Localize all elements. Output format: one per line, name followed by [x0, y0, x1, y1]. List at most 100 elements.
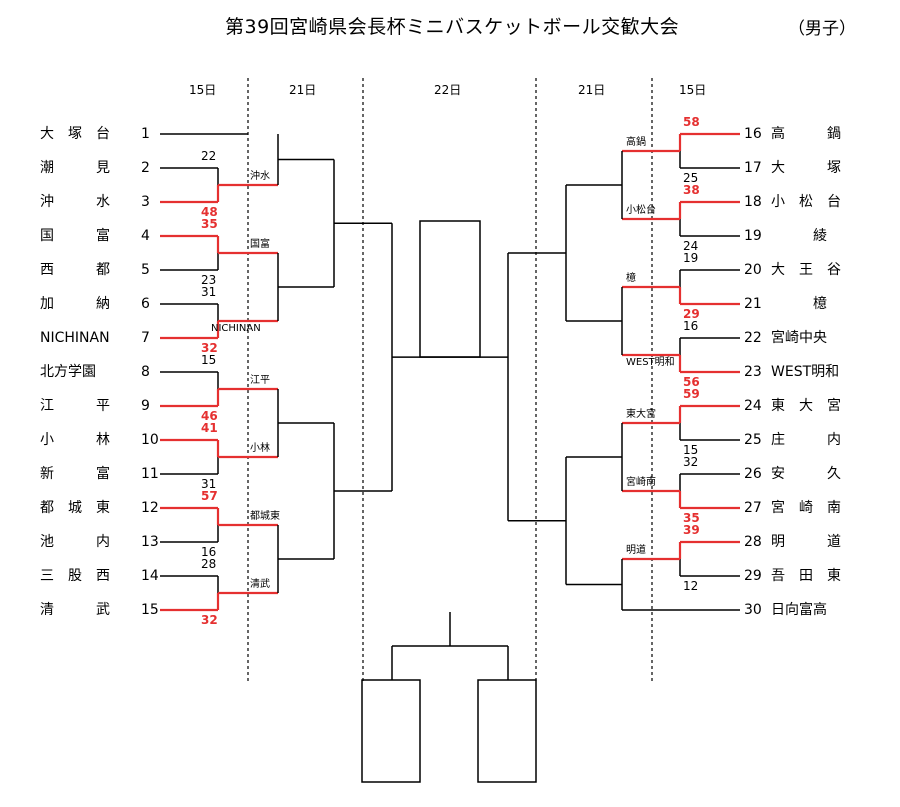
- third-place-box-right: [477, 679, 537, 783]
- score-right-bottom: 15: [683, 443, 699, 457]
- advancer-label-left: 都城東: [250, 511, 280, 522]
- team-name-left: 沖 水: [40, 194, 110, 210]
- score-right-top: 38: [683, 183, 700, 197]
- team-name-right: 安 久: [771, 466, 841, 482]
- team-number-left: 4: [141, 228, 150, 244]
- score-right-top: 16: [683, 319, 699, 333]
- third-place-box-left: [361, 679, 421, 783]
- team-name-right: 東 大 宮: [771, 398, 841, 414]
- advancer-label-right: 小松台: [626, 205, 656, 216]
- team-name-right: 宮崎中央: [771, 330, 827, 346]
- team-name-left: 池 内: [40, 534, 110, 550]
- team-name-right: 高 鍋: [771, 126, 841, 142]
- team-name-left: 三 股 西: [40, 568, 110, 584]
- team-name-left: 加 納: [40, 296, 110, 312]
- score-right-bottom: 29: [683, 307, 700, 321]
- score-left-top: 35: [201, 217, 218, 231]
- team-number-left: 5: [141, 262, 150, 278]
- team-number-right: 23: [744, 364, 762, 380]
- team-name-right: 大 王 谷: [771, 262, 841, 278]
- score-right-bottom: 24: [683, 239, 699, 253]
- team-name-right: 宮 崎 南: [771, 500, 841, 516]
- team-number-right: 24: [744, 398, 762, 414]
- day-label-left-r2: 21日: [289, 83, 317, 97]
- score-left-top: 31: [201, 285, 217, 299]
- champion-box: [419, 220, 481, 358]
- score-left-bottom: 32: [201, 613, 218, 627]
- score-right-bottom: 35: [683, 511, 700, 525]
- score-left-top: 41: [201, 421, 218, 435]
- score-right-bottom: 56: [683, 375, 700, 389]
- score-right-bottom: 25: [683, 171, 699, 185]
- score-left-bottom: 16: [201, 545, 217, 559]
- team-name-right: 明 道: [771, 534, 841, 550]
- team-number-left: 1: [141, 126, 150, 142]
- score-left-bottom: 23: [201, 273, 217, 287]
- advancer-label-right: 高鍋: [626, 137, 646, 148]
- team-number-right: 16: [744, 126, 762, 142]
- team-number-left: 8: [141, 364, 150, 380]
- team-name-left: 小 林: [40, 432, 110, 448]
- team-name-left: 江 平: [40, 398, 110, 414]
- team-number-right: 28: [744, 534, 762, 550]
- team-number-right: 20: [744, 262, 762, 278]
- team-number-left: 13: [141, 534, 159, 550]
- team-name-left: 潮 見: [40, 160, 110, 176]
- day-label-center: 22日: [434, 83, 462, 97]
- team-name-left: 大 塚 台: [40, 126, 110, 142]
- team-number-right: 19: [744, 228, 762, 244]
- team-number-left: 2: [141, 160, 150, 176]
- team-number-left: 12: [141, 500, 159, 516]
- advancer-label-left: 江平: [250, 375, 270, 386]
- score-right-top: 59: [683, 387, 700, 401]
- day-label-right-r1: 15日: [679, 83, 707, 97]
- advancer-label-right: 宮崎南: [626, 477, 656, 488]
- team-name-right: WEST明和: [771, 364, 840, 380]
- team-name-right: 庄 内: [771, 432, 841, 448]
- score-left-top: 15: [201, 353, 217, 367]
- team-number-left: 11: [141, 466, 159, 482]
- score-right-top: 32: [683, 455, 699, 469]
- advancer-label-left: 小林: [250, 443, 270, 454]
- team-number-right: 30: [744, 602, 762, 618]
- score-left-bottom: 46: [201, 409, 218, 423]
- day-label-right-r2: 21日: [578, 83, 606, 97]
- team-name-right: 檍: [771, 296, 827, 312]
- team-number-right: 26: [744, 466, 762, 482]
- advancer-label-right: 東大宮: [626, 409, 656, 420]
- score-right-top: 58: [683, 115, 700, 129]
- team-number-left: 3: [141, 194, 150, 210]
- team-name-right: 吾 田 東: [771, 568, 841, 584]
- team-number-left: 15: [141, 602, 159, 618]
- team-name-left: 国 富: [40, 228, 110, 244]
- advancer-label-right: 檍: [626, 273, 636, 284]
- score-left-bottom: 48: [201, 205, 218, 219]
- division-label: （男子）: [788, 19, 856, 39]
- advancer-label-right: 明道: [626, 545, 646, 556]
- team-name-right: 日向富高: [771, 602, 827, 618]
- team-number-left: 7: [141, 330, 150, 346]
- team-number-left: 9: [141, 398, 150, 414]
- team-name-left: NICHINAN: [40, 330, 110, 346]
- team-number-right: 18: [744, 194, 762, 210]
- score-right-bottom: 12: [683, 579, 699, 593]
- score-left-top: 57: [201, 489, 218, 503]
- team-number-right: 22: [744, 330, 762, 346]
- team-number-left: 6: [141, 296, 150, 312]
- score-left-top: 28: [201, 557, 217, 571]
- score-left-top: 22: [201, 149, 217, 163]
- advancer-label-right: WEST明和: [626, 357, 675, 368]
- team-number-right: 21: [744, 296, 762, 312]
- team-name-left: 都 城 東: [40, 500, 110, 516]
- team-number-left: 14: [141, 568, 159, 584]
- team-number-right: 27: [744, 500, 762, 516]
- day-label-left-r1: 15日: [189, 83, 217, 97]
- advancer-label-left: 国富: [250, 239, 270, 250]
- score-right-top: 19: [683, 251, 699, 265]
- page-title: 第39回宮崎県会長杯ミニバスケットボール交歓大会: [225, 16, 680, 38]
- team-name-left: 新 富: [40, 466, 110, 482]
- advancer-label-left: 沖水: [250, 171, 270, 182]
- team-name-right: 綾: [771, 228, 827, 244]
